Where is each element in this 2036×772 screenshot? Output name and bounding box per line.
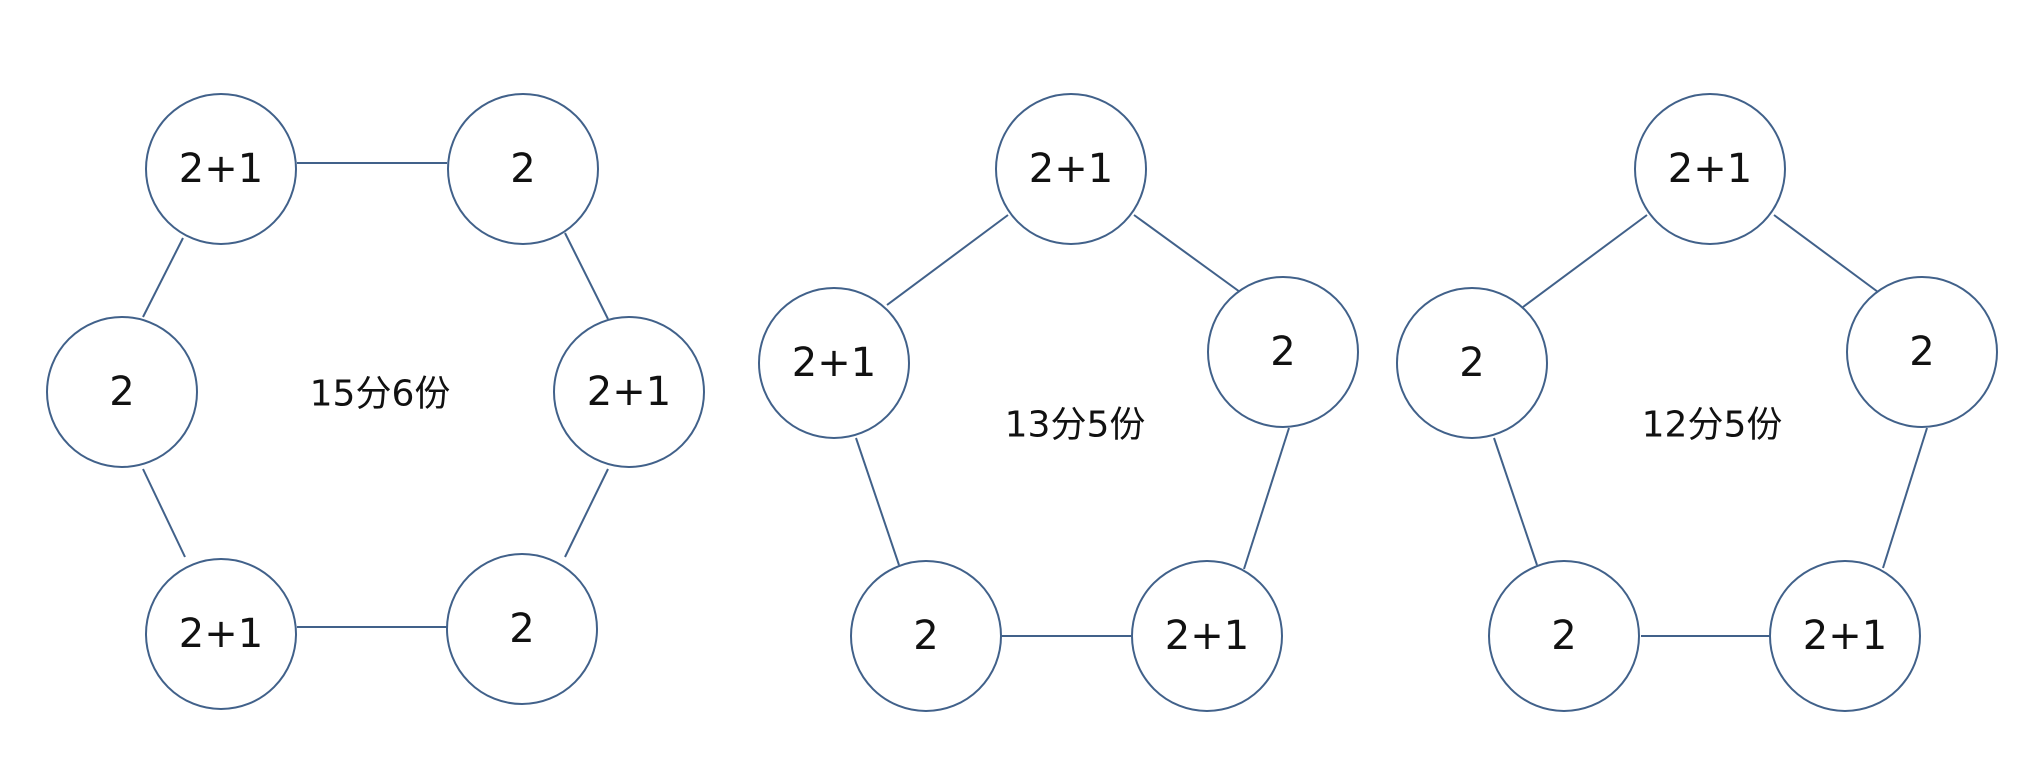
edge bbox=[1773, 214, 1879, 293]
edge bbox=[886, 214, 1009, 306]
diagram-pentagon-12-5: 2+1 2 2 2 2+1 12分5份 bbox=[1396, 93, 1998, 712]
node: 2 bbox=[446, 553, 598, 705]
svg-text:2: 2 bbox=[913, 613, 938, 659]
node: 2+1 bbox=[758, 287, 910, 439]
svg-text:2+1: 2+1 bbox=[1803, 613, 1887, 659]
svg-text:2: 2 bbox=[1459, 340, 1484, 386]
diagram-pentagon-13-5: 2+1 2+1 2 2 2+1 13分5份 bbox=[758, 93, 1359, 712]
svg-text:2: 2 bbox=[509, 606, 534, 652]
edge bbox=[1493, 437, 1538, 566]
node: 2+1 bbox=[1769, 560, 1921, 712]
edge bbox=[142, 468, 186, 558]
edge bbox=[1882, 427, 1928, 569]
center-label: 13分5份 bbox=[1005, 405, 1146, 446]
node: 2+1 bbox=[1131, 560, 1283, 712]
svg-text:2: 2 bbox=[1909, 329, 1934, 375]
node: 2+1 bbox=[553, 316, 705, 468]
svg-text:2: 2 bbox=[1270, 329, 1295, 375]
node: 2 bbox=[1846, 276, 1998, 428]
node: 2+1 bbox=[145, 558, 297, 710]
edge bbox=[1522, 214, 1648, 308]
center-label: 12分5份 bbox=[1642, 405, 1783, 446]
diagram-hexagon-15-6: 2+1 2 2 2+1 2+1 2 15分6份 bbox=[46, 93, 705, 710]
svg-text:2+1: 2+1 bbox=[179, 146, 263, 192]
node: 2+1 bbox=[1634, 93, 1786, 245]
edge bbox=[564, 468, 609, 558]
svg-text:2: 2 bbox=[510, 146, 535, 192]
node: 2+1 bbox=[995, 93, 1147, 245]
svg-text:2: 2 bbox=[1551, 613, 1576, 659]
edge bbox=[855, 437, 900, 566]
node: 2 bbox=[1396, 287, 1548, 439]
node: 2+1 bbox=[145, 93, 297, 245]
svg-text:2+1: 2+1 bbox=[792, 340, 876, 386]
edge bbox=[1243, 427, 1290, 570]
edge bbox=[564, 232, 609, 320]
svg-text:2+1: 2+1 bbox=[1165, 613, 1249, 659]
node: 2 bbox=[850, 560, 1002, 712]
node: 2 bbox=[447, 93, 599, 245]
node: 2 bbox=[46, 316, 198, 468]
svg-text:2+1: 2+1 bbox=[179, 611, 263, 657]
edge bbox=[1133, 214, 1241, 293]
svg-text:2: 2 bbox=[109, 369, 134, 415]
svg-text:2+1: 2+1 bbox=[1668, 146, 1752, 192]
edge bbox=[142, 237, 184, 318]
node: 2 bbox=[1488, 560, 1640, 712]
center-label: 15分6份 bbox=[310, 374, 451, 415]
svg-text:2+1: 2+1 bbox=[1029, 146, 1113, 192]
svg-text:2+1: 2+1 bbox=[587, 369, 671, 415]
node: 2 bbox=[1207, 276, 1359, 428]
